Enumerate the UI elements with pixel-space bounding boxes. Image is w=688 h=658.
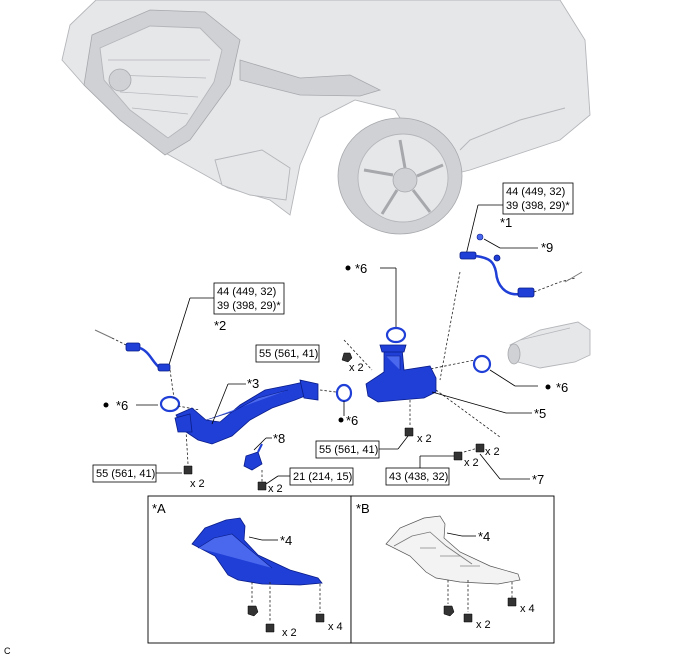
torque-spec-55-upper: 55 (561, 41)	[255, 344, 320, 363]
inset-b: *B *4 x 2 x 4	[350, 495, 555, 644]
qty-x2-left: x 2	[190, 478, 205, 490]
front-exhaust-pipe	[174, 379, 319, 445]
catalytic-converter-illustration	[507, 321, 591, 369]
svg-text:55 (561, 41): 55 (561, 41)	[96, 468, 155, 480]
torque-spec-43: 43 (438, 32)	[385, 467, 450, 486]
center-exhaust-pipe	[365, 344, 437, 403]
bolt-b-right	[507, 597, 517, 607]
svg-text:44 (449, 32): 44 (449, 32)	[217, 286, 276, 298]
front-wheel-illustration	[337, 117, 463, 235]
bolt-a	[265, 623, 275, 633]
gasket-front	[159, 395, 181, 413]
inset-a: *A *4 x 2 x 4	[147, 495, 352, 644]
label-star-7: *7	[532, 472, 544, 487]
qty-x2-43: x 2	[464, 457, 479, 469]
label-star-2: *2	[214, 318, 226, 333]
oxygen-sensor-front	[94, 329, 171, 372]
under-cover-a	[191, 517, 323, 586]
bolt-43	[453, 451, 463, 461]
figure-corner-mark: C	[4, 646, 11, 656]
torque-spec-box-oxygen-sensor: 44 (449, 32) 39 (398, 29)*	[502, 182, 574, 215]
gasket-upper	[385, 326, 407, 344]
label-star-4-b: *4	[478, 529, 490, 544]
oxygen-sensor-rear	[459, 233, 583, 298]
gasket-center	[335, 383, 353, 403]
qty-b-x4: x 4	[520, 603, 535, 615]
label-star-1: *1	[500, 215, 512, 230]
label-star-5: *5	[534, 406, 546, 421]
svg-text:39 (398, 29)*: 39 (398, 29)*	[217, 300, 281, 312]
bolt-b	[463, 613, 473, 623]
torque-spec-21: 21 (214, 15)	[289, 467, 354, 486]
inset-b-label: *B	[356, 501, 370, 516]
svg-text:55 (561, 41): 55 (561, 41)	[319, 444, 378, 456]
nut-a-1	[247, 605, 259, 617]
svg-text:39 (398, 29)*: 39 (398, 29)*	[506, 200, 570, 212]
torque-spec-55-middle: 55 (561, 41)	[315, 440, 380, 459]
label-star-3: *3	[247, 376, 259, 391]
label-star-6-left: *6	[116, 398, 128, 413]
qty-x2-43b: x 2	[485, 446, 500, 458]
bracket-star-8	[243, 443, 263, 471]
bolt-middle	[404, 427, 414, 437]
svg-text:21 (214, 15): 21 (214, 15)	[293, 471, 352, 483]
qty-x2-21: x 2	[268, 483, 283, 495]
label-star-8: *8	[273, 431, 285, 446]
bolt-a-right	[315, 613, 325, 623]
svg-text:55 (561, 41): 55 (561, 41)	[259, 348, 318, 360]
nut-upper	[341, 352, 353, 363]
label-star-6-top: *6	[355, 261, 367, 276]
label-star-4-a: *4	[280, 533, 292, 548]
svg-text:44 (449, 32): 44 (449, 32)	[506, 186, 565, 198]
torque-spec-55-left: 55 (561, 41)	[92, 464, 157, 483]
label-star-6-mid: *6	[346, 413, 358, 428]
qty-b-x2: x 2	[476, 619, 491, 631]
label-star-6-right: *6	[556, 380, 568, 395]
torque-spec-box-front-sensor: 44 (449, 32) 39 (398, 29)*	[213, 282, 285, 315]
inset-a-label: *A	[152, 501, 166, 516]
qty-a-x4: x 4	[328, 621, 343, 633]
vehicle-front-illustration	[61, 0, 591, 235]
nut-left	[183, 465, 193, 475]
qty-x2-middle: x 2	[417, 433, 432, 445]
label-star-9: *9	[541, 240, 553, 255]
bolt-21	[257, 481, 267, 491]
nut-43	[475, 443, 485, 453]
qty-a-x2: x 2	[282, 627, 297, 639]
under-cover-b	[385, 515, 521, 585]
svg-text:43 (438, 32): 43 (438, 32)	[389, 471, 448, 483]
qty-x2-upper: x 2	[349, 362, 364, 374]
nut-b-1	[443, 605, 455, 617]
gasket-rear	[472, 354, 492, 374]
